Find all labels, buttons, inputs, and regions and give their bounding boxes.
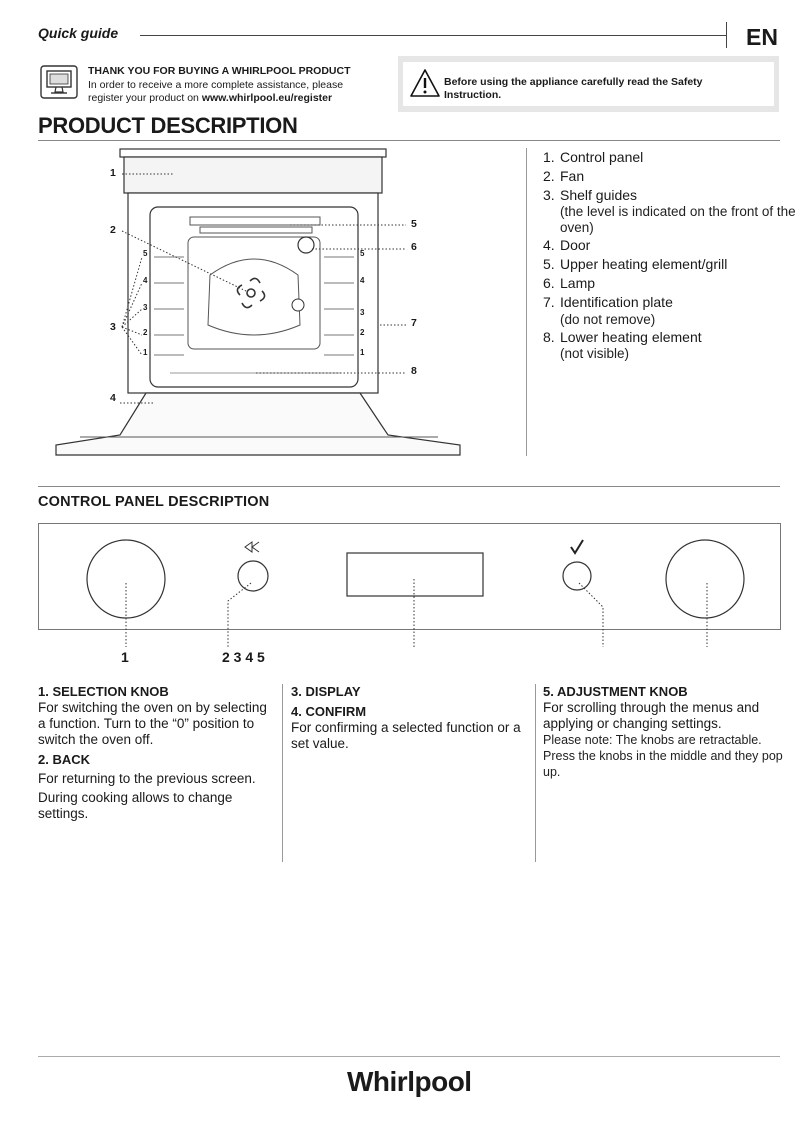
adjustment-knob-description: 5. ADJUSTMENT KNOB For scrolling through… bbox=[543, 684, 783, 780]
shelf-level-right: 3 bbox=[360, 308, 365, 317]
column-divider bbox=[282, 684, 283, 862]
selection-knob bbox=[86, 539, 166, 619]
warning-icon bbox=[410, 69, 440, 97]
computer-icon bbox=[40, 65, 78, 99]
header-tick bbox=[726, 22, 727, 48]
shelf-level-left: 3 bbox=[143, 303, 148, 312]
thanks-line: In order to receive a more complete assi… bbox=[88, 78, 344, 91]
parts-list-item: 3.Shelf guides(the level is indicated on… bbox=[543, 186, 796, 236]
callout-2: 2 bbox=[110, 224, 116, 236]
language-code: EN bbox=[746, 24, 778, 50]
footer-rule bbox=[38, 1056, 780, 1057]
confirm-heading: 4. CONFIRM bbox=[291, 704, 367, 719]
confirm-button bbox=[562, 561, 592, 591]
callout-4: 4 bbox=[110, 392, 116, 404]
shelf-level-right: 4 bbox=[360, 276, 365, 285]
control-panel-title: CONTROL PANEL DESCRIPTION bbox=[38, 494, 270, 510]
parts-list-item: 7.Identification plate(do not remove) bbox=[543, 293, 673, 327]
selection-knob-heading: 1. SELECTION KNOB bbox=[38, 684, 169, 699]
adjustment-knob-heading: 5. ADJUSTMENT KNOB bbox=[543, 684, 688, 699]
back-text-2: During cooking allows to change settings… bbox=[38, 790, 233, 821]
callout-3: 3 bbox=[110, 321, 116, 333]
check-icon bbox=[570, 539, 584, 555]
display-confirm-description: 3. DISPLAY 4. CONFIRM For confirming a s… bbox=[291, 684, 523, 752]
shelf-level-left: 1 bbox=[143, 348, 148, 357]
section-rule bbox=[38, 486, 780, 487]
safety-warning-text: Before using the appliance carefully rea… bbox=[444, 76, 703, 101]
control-panel-drawing bbox=[86, 539, 745, 647]
knob-note: Please note: The knobs are retractable. … bbox=[543, 733, 783, 779]
parts-list-item: 6.Lamp bbox=[543, 274, 596, 291]
shelf-level-left: 4 bbox=[143, 276, 148, 285]
label-knob-1: 1 bbox=[121, 649, 129, 665]
safety-warning-box: Before using the appliance carefully rea… bbox=[398, 56, 779, 112]
back-icon bbox=[244, 541, 260, 553]
adjustment-knob bbox=[665, 539, 745, 619]
display-screen bbox=[346, 552, 484, 597]
shelf-level-right: 2 bbox=[360, 328, 365, 337]
guide-title: Quick guide bbox=[38, 25, 119, 41]
parts-list-item: 5.Upper heating element/grill bbox=[543, 256, 728, 273]
product-description-title: PRODUCT DESCRIPTION bbox=[38, 113, 298, 138]
oven-diagram bbox=[55, 148, 461, 456]
column-divider bbox=[526, 148, 527, 456]
callout-5: 5 bbox=[411, 218, 417, 230]
back-button bbox=[237, 560, 269, 592]
back-heading: 2. BACK bbox=[38, 752, 91, 767]
callout-1: 1 bbox=[110, 167, 116, 179]
adjustment-knob-text: For scrolling through the menus and appl… bbox=[543, 700, 760, 731]
selection-knob-text: For switching the oven on by selecting a… bbox=[38, 700, 267, 747]
callout-6: 6 bbox=[411, 241, 417, 253]
thanks-heading: THANK YOU FOR BUYING A WHIRLPOOL PRODUCT bbox=[88, 65, 351, 77]
register-link[interactable]: www.whirlpool.eu/register bbox=[201, 92, 333, 104]
parts-list-item: 8.Lower heating element(not visible) bbox=[543, 328, 702, 362]
parts-list-item: 1.Control panel bbox=[543, 149, 644, 165]
selection-knob-description: 1. SELECTION KNOB For switching the oven… bbox=[38, 684, 278, 822]
back-text: For returning to the previous screen. bbox=[38, 771, 256, 786]
product-parts-list: 1.Control panel 2.Fan 3.Shelf guides(the… bbox=[543, 148, 802, 362]
confirm-text: For confirming a selected function or a … bbox=[291, 720, 521, 751]
parts-list-item: 2.Fan bbox=[543, 167, 585, 184]
control-panel-diagram bbox=[38, 523, 781, 630]
parts-list-item: 4.Door bbox=[543, 237, 591, 254]
callout-7: 7 bbox=[411, 317, 417, 329]
shelf-level-right: 1 bbox=[360, 348, 365, 357]
shelf-level-left: 2 bbox=[143, 328, 148, 337]
label-buttons-2345: 2 3 4 5 bbox=[222, 649, 265, 665]
thanks-line: register your product on bbox=[88, 92, 202, 104]
shelf-level-right: 5 bbox=[360, 249, 365, 258]
section-rule bbox=[38, 140, 780, 141]
column-divider bbox=[535, 684, 536, 862]
header-rule bbox=[140, 35, 726, 36]
display-heading: 3. DISPLAY bbox=[291, 684, 361, 699]
shelf-level-left: 5 bbox=[143, 249, 148, 258]
thanks-message: THANK YOU FOR BUYING A WHIRLPOOL PRODUCT… bbox=[88, 65, 351, 106]
whirlpool-logo: Whirlpool bbox=[347, 1066, 472, 1097]
callout-8: 8 bbox=[411, 365, 417, 377]
